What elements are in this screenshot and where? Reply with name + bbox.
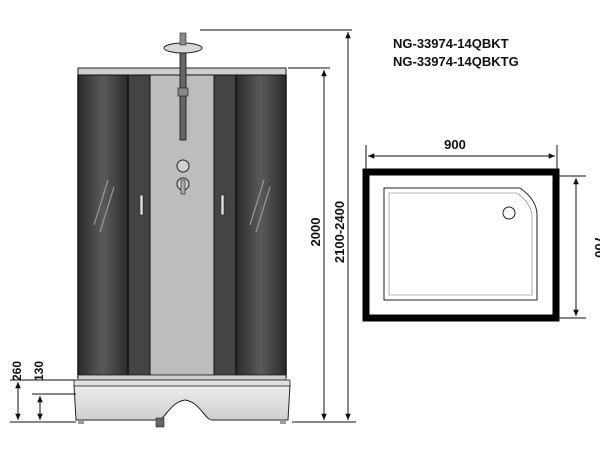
drain-siphon-icon — [155, 417, 165, 428]
left-door-handle — [139, 194, 144, 216]
right-door — [213, 74, 237, 376]
model-name-1: NG-33974-14QBKT — [393, 36, 509, 51]
diverter-knob-icon — [176, 159, 190, 173]
right-glass-panel — [235, 74, 287, 376]
plan-view — [362, 145, 586, 322]
right-foot — [280, 420, 286, 424]
tray-basin — [383, 187, 538, 301]
frame-lines — [77, 75, 287, 378]
width-label: 900 — [444, 137, 466, 152]
tray-rim — [73, 379, 291, 387]
tray-dimensions — [10, 379, 76, 423]
left-glass-panel — [77, 74, 129, 376]
shower-head-arm — [179, 32, 187, 46]
cabin-front-view — [73, 32, 291, 428]
shower-holder — [177, 87, 189, 97]
bottom-rail — [77, 374, 287, 381]
cabin-height-label: 2000 — [308, 218, 323, 247]
tray-height-label: 260 — [10, 361, 24, 381]
mixer-lever — [180, 179, 186, 195]
glass-reflections — [93, 179, 271, 233]
shower-tray — [73, 384, 291, 421]
foot-height-label: 130 — [32, 361, 46, 381]
model-name-2: NG-33974-14QBKTG — [393, 54, 519, 69]
left-foot — [78, 420, 84, 424]
total-height-label: 2100-2400 — [332, 201, 347, 263]
right-door-handle — [220, 194, 225, 216]
height-dimensions — [200, 29, 356, 423]
left-door — [127, 74, 151, 376]
depth-label: 700 — [592, 236, 600, 258]
drain-icon — [502, 206, 516, 220]
